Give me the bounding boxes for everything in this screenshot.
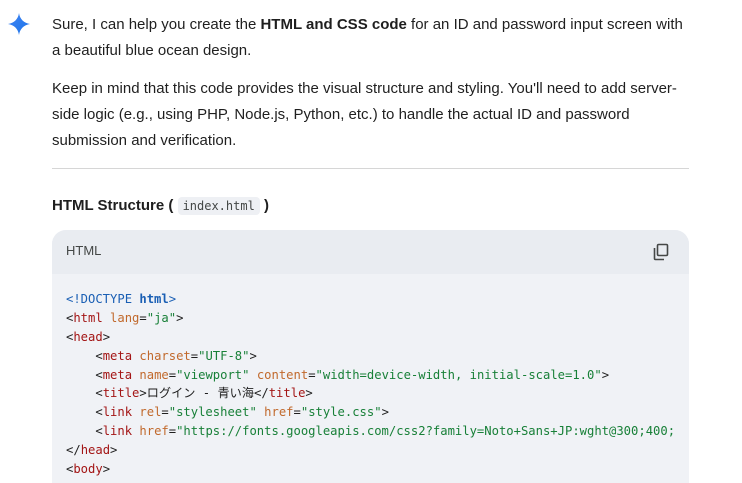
code-token: = — [190, 348, 199, 363]
code-token: </ — [66, 443, 81, 458]
code-token: charset — [139, 348, 191, 363]
code-token: < — [66, 462, 74, 477]
code-line: <!DOCTYPE html> — [66, 290, 675, 309]
code-token: name — [139, 367, 169, 382]
code-token: < — [66, 405, 103, 420]
code-token: "UTF-8" — [198, 348, 250, 363]
section-heading-post: ) — [259, 197, 269, 214]
code-token: content — [256, 367, 309, 382]
code-token: = — [168, 367, 177, 382]
code-line: <head> — [66, 328, 675, 347]
code-token: > — [305, 386, 313, 401]
divider — [52, 168, 689, 169]
code-token: > — [110, 443, 118, 458]
code-token: "style.css" — [300, 405, 382, 420]
code-token: < — [66, 424, 103, 439]
code-token: >ログイン - 青い海</ — [139, 386, 269, 401]
section-heading: HTML Structure ( index.html ) — [52, 195, 692, 217]
code-token: "viewport" — [176, 367, 250, 382]
code-token: = — [139, 310, 147, 325]
code-line: <link href="https://fonts.googleapis.com… — [66, 422, 675, 441]
intro-text-post: for an ID and password input screen with… — [52, 16, 683, 59]
code-token: > — [102, 462, 111, 477]
code-line: </head> — [66, 441, 675, 460]
code-token: meta — [102, 367, 133, 382]
code-token: html — [73, 310, 103, 325]
code-token: < — [66, 348, 103, 363]
code-token: html — [139, 292, 169, 306]
code-token: < — [66, 367, 103, 382]
code-token: meta — [102, 348, 133, 363]
code-token: href — [139, 424, 169, 439]
code-token: < — [66, 386, 103, 401]
intro-paragraph: Sure, I can help you create the HTML and… — [52, 12, 692, 64]
code-token: = — [308, 367, 316, 382]
code-token: "stylesheet" — [168, 405, 257, 420]
code-token: link — [102, 424, 133, 439]
code-line: <link rel="stylesheet" href="style.css"> — [66, 403, 675, 422]
code-token: <!DOCTYPE — [66, 292, 140, 306]
intro-text-bold: HTML and CSS code — [260, 16, 407, 33]
code-token: "ja" — [146, 310, 177, 325]
gemini-spark-icon — [8, 13, 30, 35]
section-heading-pre: HTML Structure ( — [52, 197, 178, 214]
code-token: > — [168, 292, 177, 306]
response-content: Sure, I can help you create the HTML and… — [52, 12, 692, 217]
intro-text-pre: Sure, I can help you create the — [52, 16, 261, 33]
code-content: <!DOCTYPE html><html lang="ja"><head> <m… — [66, 290, 675, 479]
code-token: > — [381, 405, 389, 420]
code-block-header: HTML — [52, 230, 689, 274]
code-token: body — [73, 462, 103, 477]
code-token: = — [161, 405, 169, 420]
code-block: HTML <!DOCTYPE html><html lang="ja"><hea… — [52, 230, 689, 483]
code-line: <meta name="viewport" content="width=dev… — [66, 366, 675, 385]
code-token — [103, 311, 110, 325]
code-token: link — [102, 405, 133, 420]
code-token: > — [102, 329, 111, 344]
code-line: <title>ログイン - 青い海</title> — [66, 384, 675, 403]
code-token: title — [102, 386, 140, 401]
code-token: rel — [139, 405, 162, 420]
code-line: <body> — [66, 460, 675, 479]
code-token: = — [293, 405, 301, 420]
code-token: head — [73, 329, 103, 344]
code-token: < — [66, 329, 74, 344]
code-line: <html lang="ja"> — [66, 309, 675, 328]
copy-icon[interactable] — [651, 242, 671, 262]
code-token: > — [176, 310, 184, 325]
code-token — [249, 368, 256, 382]
code-token: = — [168, 424, 177, 439]
code-token: title — [268, 386, 306, 401]
note-paragraph: Keep in mind that this code provides the… — [52, 80, 677, 149]
code-token: "width=device-width, initial-scale=1.0" — [315, 367, 602, 382]
code-token: "https://fonts.googleapis.com/css2?famil… — [176, 424, 676, 439]
code-token: < — [66, 310, 74, 325]
code-language-label: HTML — [66, 243, 102, 258]
code-token: href — [264, 405, 294, 420]
filename-code: index.html — [177, 197, 260, 215]
code-token: lang — [110, 310, 140, 325]
code-token: > — [249, 348, 257, 363]
code-token: > — [601, 367, 610, 382]
code-token: head — [80, 443, 111, 458]
code-line: <meta charset="UTF-8"> — [66, 347, 675, 366]
